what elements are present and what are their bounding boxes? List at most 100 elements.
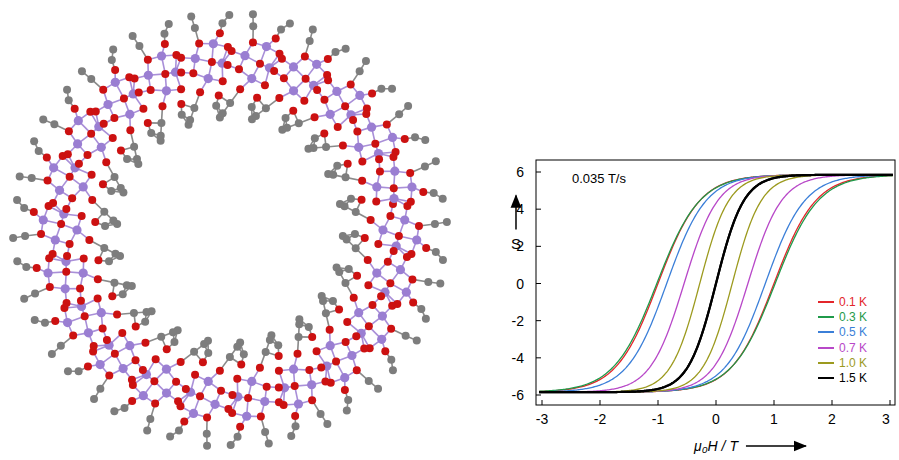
atom (100, 244, 108, 252)
atom (317, 410, 325, 418)
atom (196, 88, 204, 96)
atom (218, 19, 226, 27)
atom (358, 196, 366, 204)
atom (94, 294, 102, 302)
atom (443, 218, 451, 226)
atom (132, 356, 140, 364)
atom (360, 344, 368, 352)
hysteresis-curve (539, 175, 893, 392)
atom (99, 86, 107, 94)
atom (103, 336, 111, 344)
atom (107, 187, 115, 195)
atom (21, 232, 29, 240)
atom (174, 397, 182, 405)
atom (275, 94, 283, 102)
atom (236, 423, 244, 431)
atom (372, 198, 380, 206)
atom (320, 129, 328, 137)
atom (49, 250, 57, 258)
atom (96, 385, 104, 393)
atom (233, 375, 241, 383)
atom (31, 289, 39, 297)
legend-swatch (818, 316, 834, 318)
hysteresis-curve (539, 175, 893, 392)
atom (326, 326, 334, 334)
atom (61, 284, 70, 293)
atom (212, 102, 220, 110)
atom (204, 377, 213, 386)
atom (131, 75, 139, 83)
atom (190, 348, 198, 356)
atom (135, 89, 143, 97)
atom (84, 151, 92, 159)
atom (170, 338, 178, 346)
atom (81, 312, 89, 320)
tick-label: 0 (712, 412, 720, 426)
atom (352, 332, 360, 340)
atom (150, 377, 158, 385)
atom (376, 167, 384, 175)
atom (234, 433, 242, 441)
atom (144, 119, 152, 127)
atom (262, 348, 270, 356)
atom (130, 143, 138, 151)
atom (166, 432, 174, 440)
atom (353, 366, 361, 374)
atom (39, 115, 47, 123)
atom (100, 120, 108, 128)
hysteresis-curve (539, 175, 893, 392)
atom (424, 278, 432, 286)
atom (324, 76, 332, 84)
atom (227, 441, 235, 449)
atom (143, 308, 151, 316)
atom (411, 133, 419, 141)
legend-swatch (818, 377, 834, 379)
hysteresis-curve (539, 176, 893, 393)
molecular-wheel (9, 10, 451, 450)
atom (277, 25, 285, 33)
atom (119, 290, 127, 298)
atom (402, 332, 410, 340)
atom (111, 250, 119, 258)
atom (389, 153, 397, 161)
rate-label: 0.035 T/s (572, 172, 626, 185)
atom (332, 87, 341, 96)
atom (287, 432, 295, 440)
atom (63, 86, 71, 94)
atom (139, 105, 147, 113)
atom (377, 335, 386, 344)
atom (249, 38, 257, 46)
atom (101, 222, 109, 230)
atom (110, 114, 118, 122)
atom (329, 171, 337, 179)
atom (430, 189, 438, 197)
tick (536, 395, 541, 396)
atom (109, 134, 117, 142)
tick (536, 209, 541, 210)
atom (439, 195, 447, 203)
atom (307, 380, 316, 389)
atom (57, 220, 65, 228)
atom (87, 130, 95, 138)
legend-row: 0.1 K (818, 295, 867, 309)
atom (362, 57, 370, 65)
atom (219, 77, 227, 85)
atom (432, 157, 440, 165)
atom (389, 194, 398, 203)
atom (177, 358, 185, 366)
atom (236, 85, 244, 93)
atom (191, 24, 199, 32)
atom (242, 412, 251, 421)
hysteresis-curve (539, 175, 893, 392)
atom (51, 235, 60, 244)
plot-frame (536, 160, 895, 405)
tick (600, 400, 601, 405)
atom (226, 99, 234, 107)
chart-ground (470, 150, 899, 460)
atom (65, 96, 73, 104)
atom (55, 186, 64, 195)
atom (275, 352, 283, 360)
atom (85, 236, 93, 244)
